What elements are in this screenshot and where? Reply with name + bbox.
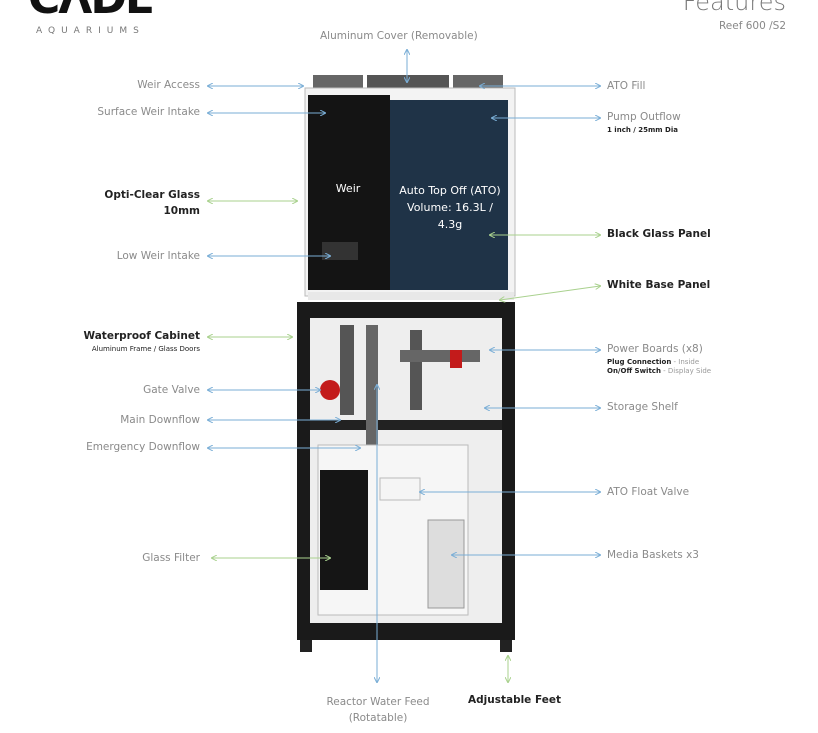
ato-panel xyxy=(390,100,508,290)
low-weir-intake xyxy=(322,242,358,260)
label-surface-weir-intake: Surface Weir Intake xyxy=(97,106,200,118)
brand-logo: CΛDE xyxy=(28,0,155,22)
label-onoff-switch: On/Off Switch xyxy=(607,367,661,375)
label-gate-valve: Gate Valve xyxy=(143,384,200,396)
label-pump-outflow: Pump Outflow 1 inch / 25mm Dia xyxy=(607,111,681,134)
white-base-panel xyxy=(308,292,514,300)
label-ato-float-valve: ATO Float Valve xyxy=(607,486,690,498)
label-pump-outflow-sub: 1 inch / 25mm Dia xyxy=(607,126,678,134)
ato-label-line2: Volume: 16.3L / xyxy=(407,201,493,214)
label-low-weir-intake: Low Weir Intake xyxy=(116,250,200,262)
pipe-horizontal xyxy=(400,350,480,362)
label-power-boards: Power Boards (x8) Plug Connection - Insi… xyxy=(607,343,711,375)
ato-float xyxy=(379,477,421,501)
label-main-downflow: Main Downflow xyxy=(120,414,200,426)
label-waterproof-cabinet-sub: Aluminum Frame / Glass Doors xyxy=(91,345,200,353)
gate-valve xyxy=(320,380,340,400)
media-baskets xyxy=(427,519,465,609)
foot-right xyxy=(500,640,512,652)
label-waterproof-cabinet: Waterproof Cabinet Aluminum Frame / Glas… xyxy=(84,330,200,353)
storage-shelf xyxy=(310,420,502,430)
weir-label: Weir xyxy=(335,182,361,195)
label-black-glass-panel: Black Glass Panel xyxy=(607,228,711,240)
model-name: Reef 600 /S2 xyxy=(718,20,786,32)
label-waterproof-cabinet-title: Waterproof Cabinet xyxy=(83,330,200,342)
label-ato-fill: ATO Fill xyxy=(607,80,646,92)
label-pump-outflow-title: Pump Outflow xyxy=(607,111,681,123)
pipe-emergency xyxy=(366,325,378,445)
label-storage-shelf: Storage Shelf xyxy=(607,401,678,413)
label-power-boards-title: Power Boards (x8) xyxy=(607,343,703,355)
label-emergency-downflow: Emergency Downflow xyxy=(86,441,200,453)
pipe-main xyxy=(340,325,354,415)
label-plug-connection: Plug Connection xyxy=(607,358,672,366)
label-plug-connection-detail: - Inside xyxy=(671,358,700,366)
label-aluminum-cover: Aluminum Cover (Removable) xyxy=(320,30,478,42)
label-opti-clear-glass: Opti-Clear Glass 10mm xyxy=(104,187,200,219)
label-glass-filter: Glass Filter xyxy=(142,552,200,564)
label-reactor-line1: Reactor Water Feed xyxy=(326,696,430,708)
label-adjustable-feet: Adjustable Feet xyxy=(468,694,561,706)
label-opti-clear-glass-line2: 10mm xyxy=(163,205,201,217)
filter-black xyxy=(320,470,368,590)
label-onoff-switch-detail: - Display Side xyxy=(660,367,712,375)
arrow-white-base xyxy=(500,286,600,300)
valve-red xyxy=(450,350,462,368)
pipe-right xyxy=(410,330,422,410)
ato-label-line1: Auto Top Off (ATO) xyxy=(399,184,501,197)
label-weir-access: Weir Access xyxy=(137,79,200,91)
foot-left xyxy=(300,640,312,652)
label-reactor-water-feed: Reactor Water Feed (Rotatable) xyxy=(322,694,434,726)
label-reactor-line2: (Rotatable) xyxy=(348,712,408,724)
ato-label: Auto Top Off (ATO) Volume: 16.3L / 4.3g xyxy=(390,182,510,233)
page-title: Features xyxy=(682,0,786,16)
label-media-baskets: Media Baskets x3 xyxy=(607,549,699,561)
brand-logo-sub: AQUARIUMS xyxy=(36,26,145,36)
ato-label-line3: 4.3g xyxy=(437,218,463,231)
label-white-base-panel: White Base Panel xyxy=(607,279,711,291)
label-opti-clear-glass-line1: Opti-Clear Glass xyxy=(104,189,200,201)
